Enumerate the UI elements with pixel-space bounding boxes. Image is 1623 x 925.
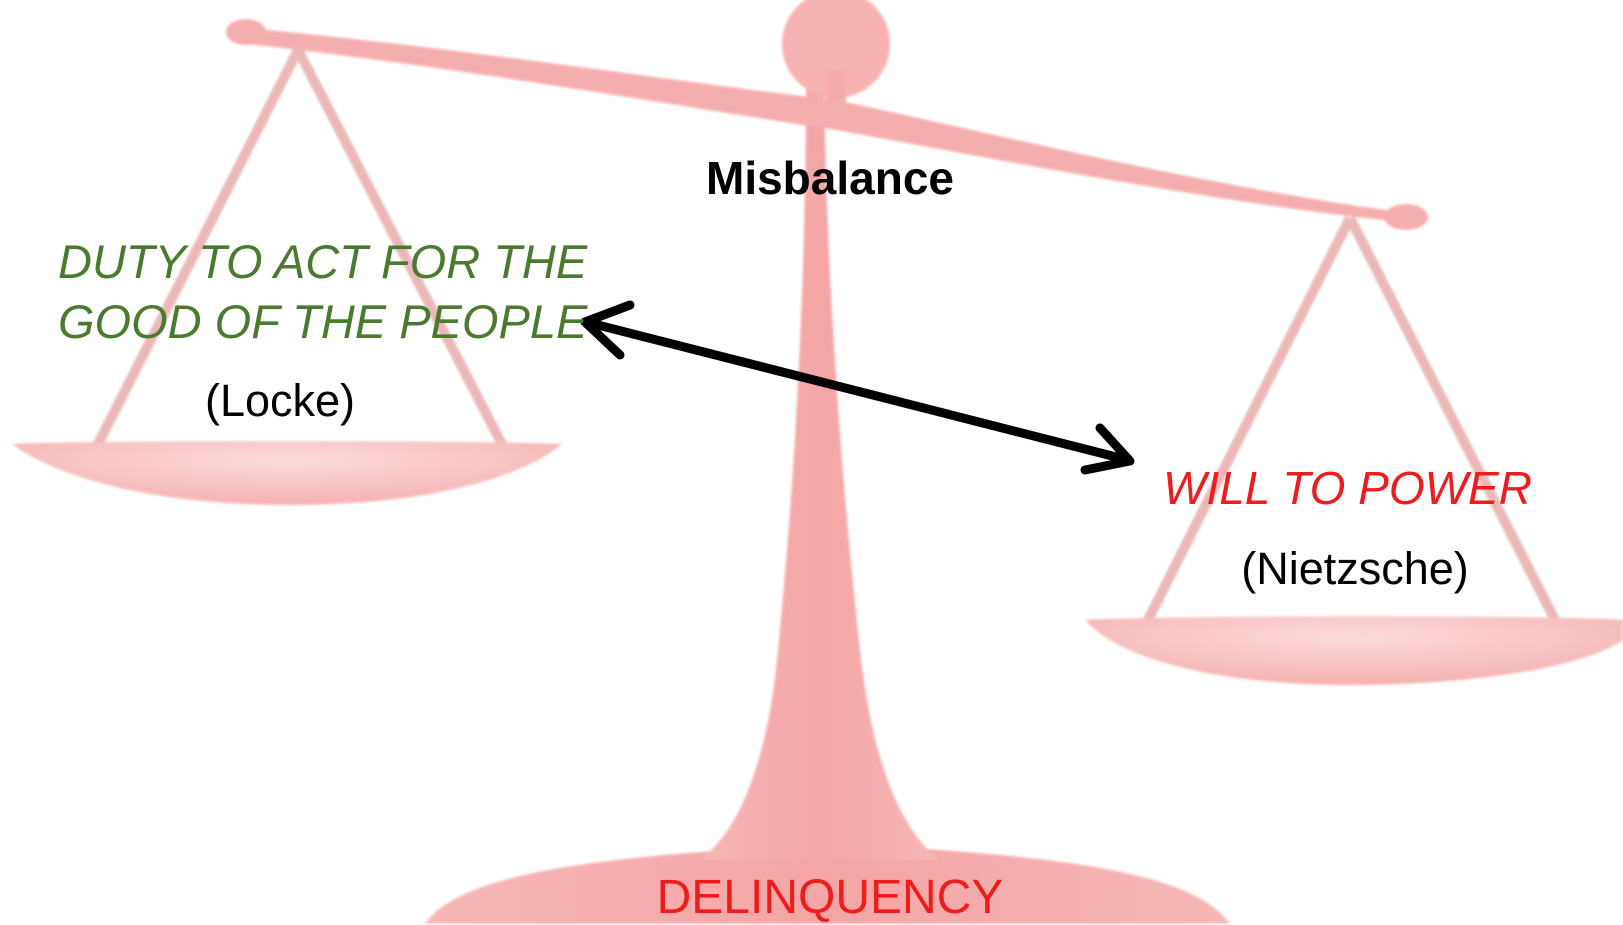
scale-beam <box>248 28 1400 222</box>
right-pan-heading: WILL TO POWER <box>1163 462 1532 514</box>
right-pan-philosopher: (Nietzsche) <box>1241 543 1469 594</box>
scale-knob <box>782 0 890 98</box>
left-pan-heading-line-1: DUTY TO ACT FOR THE <box>58 235 588 288</box>
scale-body <box>12 0 1623 924</box>
left-pan <box>12 441 562 505</box>
right-hanger <box>1143 215 1560 623</box>
left-pan-heading-line-2: GOOD OF THE PEOPLE <box>58 295 588 348</box>
left-pan-heading: DUTY TO ACT FOR THE GOOD OF THE PEOPLE <box>58 232 587 352</box>
arrow-head-left <box>580 300 635 360</box>
right-pan <box>1085 616 1623 685</box>
diagram-title: Misbalance <box>706 152 954 204</box>
base-label: DELINQUENCY <box>656 871 1004 924</box>
left-hanger <box>90 47 510 453</box>
scale-base <box>425 848 1230 924</box>
left-pan-philosopher: (Locke) <box>204 375 356 426</box>
arrow-head-right <box>1080 423 1135 475</box>
double-headed-arrow <box>580 300 1135 475</box>
arrow-shaft <box>585 318 1133 465</box>
scale-post <box>700 80 940 860</box>
